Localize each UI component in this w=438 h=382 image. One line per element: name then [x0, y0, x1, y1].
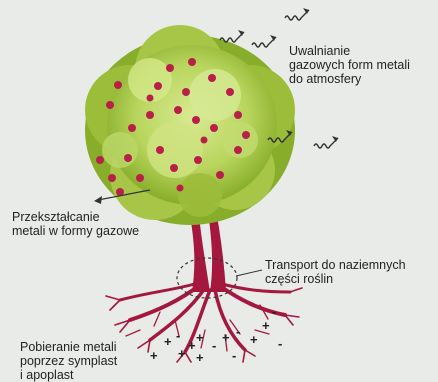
ion-sign: -: [212, 338, 216, 353]
ion-signs: + - + + - + - + + - + + - - +: [150, 304, 282, 365]
ion-sign: +: [196, 330, 204, 345]
ion-sign: +: [250, 332, 258, 347]
ion-sign: +: [164, 334, 172, 349]
gaseous-release-label: Uwalnianie gazowych form metali do atmos…: [289, 44, 410, 86]
label-line: do atmosfery: [289, 72, 410, 86]
transformation-arrowhead: [94, 196, 102, 204]
transport-label: Transport do naziemnych części roślin: [265, 258, 406, 286]
label-line: Uwalnianie: [289, 44, 410, 58]
ion-sign: +: [150, 348, 158, 363]
label-line: i apoplast: [20, 368, 117, 382]
label-line: poprzez symplast: [20, 354, 117, 368]
transport-leader-line: [236, 270, 262, 276]
ion-sign: -: [272, 304, 276, 319]
ion-sign: +: [196, 350, 204, 365]
label-line: gazowych form metali: [289, 58, 410, 72]
ion-sign: +: [188, 338, 196, 353]
ion-sign: -: [232, 348, 236, 363]
ion-sign: -: [236, 324, 240, 339]
label-line: Transport do naziemnych: [265, 258, 406, 272]
ion-sign: +: [222, 330, 230, 345]
ion-sign: -: [278, 336, 282, 351]
ion-sign: +: [178, 346, 186, 361]
label-line: Przekształcanie: [12, 210, 139, 224]
transformation-label: Przekształcanie metali w formy gazowe: [12, 210, 139, 238]
canopy: [85, 25, 295, 225]
label-line: części roślin: [265, 272, 406, 286]
ion-sign: +: [262, 318, 270, 333]
ion-sign: -: [176, 328, 180, 343]
label-line: Pobieranie metali: [20, 340, 117, 354]
label-line: metali w formy gazowe: [12, 224, 139, 238]
roots: [106, 283, 302, 362]
uptake-label: Pobieranie metali poprzez symplast i apo…: [20, 340, 117, 382]
